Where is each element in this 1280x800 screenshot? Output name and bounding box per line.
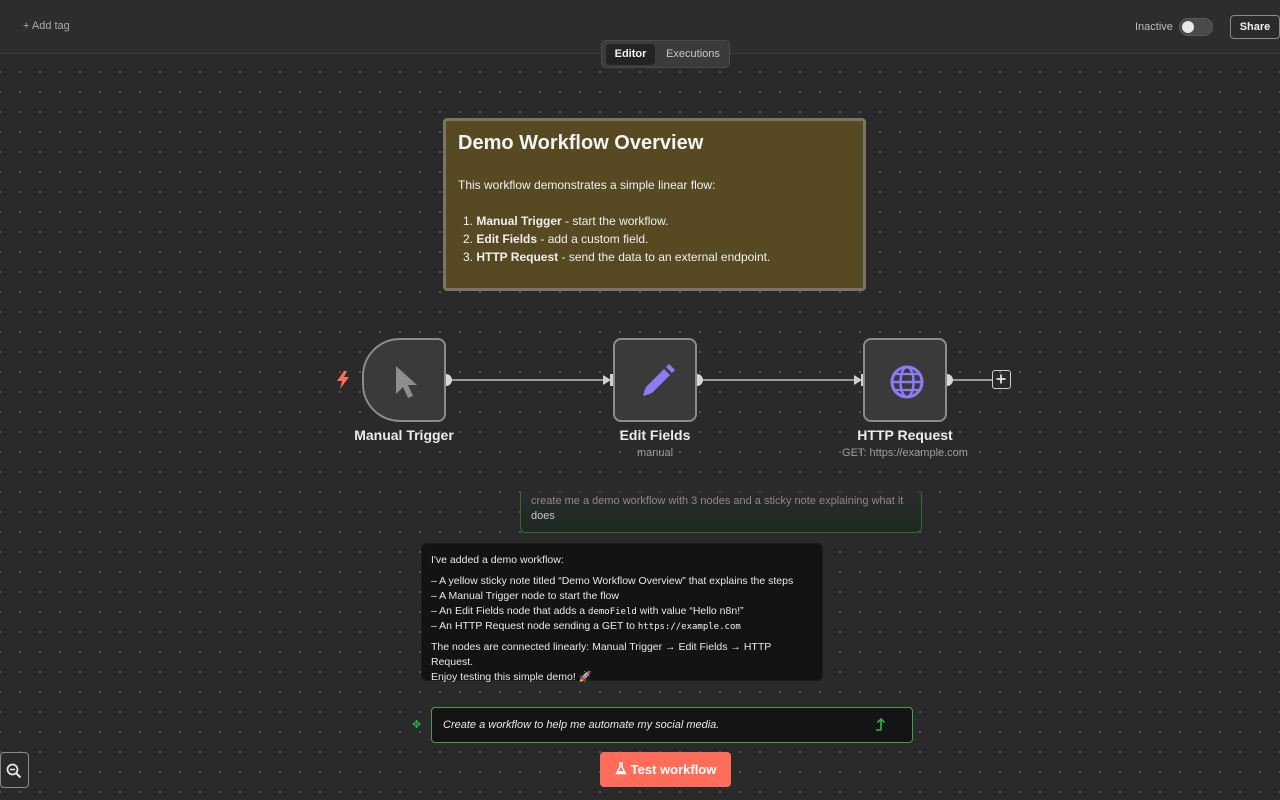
ai-message-outro: Enjoy testing this simple demo! 🚀 [431, 671, 592, 683]
add-node-button[interactable] [992, 370, 1011, 389]
test-workflow-label: Test workflow [630, 762, 717, 777]
globe-icon [890, 365, 924, 399]
node-edit-fields[interactable] [613, 338, 697, 422]
send-arrow-icon[interactable] [874, 716, 888, 732]
sticky-note-item: 2. Edit Fields - add a custom field. [463, 232, 649, 246]
trigger-bolt-icon [337, 371, 349, 389]
chat-input[interactable]: Create a workflow to help me automate my… [431, 707, 913, 743]
connection-trigger-to-edit[interactable] [446, 374, 614, 386]
plus-icon [996, 374, 1006, 384]
pencil-icon [643, 364, 675, 396]
node-subtitle-edit-fields: manual [636, 447, 674, 459]
chat-user-message-line: does [531, 510, 555, 522]
chat-user-message-line: create me a demo workflow with 3 nodes a… [531, 495, 904, 507]
workflow-status-label: Inactive [1135, 21, 1173, 33]
node-label-manual-trigger: Manual Trigger [354, 427, 454, 443]
ai-message-bullet: – An HTTP Request node sending a GET to … [431, 620, 741, 632]
node-http-request[interactable] [863, 338, 947, 422]
ai-message-bullet: – An Edit Fields node that adds a demoFi… [431, 605, 744, 617]
sticky-note-title: Demo Workflow Overview [458, 132, 704, 154]
share-button[interactable]: Share [1230, 15, 1280, 39]
chat-user-message: create me a demo workflow with 3 nodes a… [520, 492, 922, 533]
flask-icon [614, 753, 627, 788]
chat-ai-message: I've added a demo workflow: – A yellow s… [421, 543, 823, 683]
node-label-http-request: HTTP Request [857, 427, 953, 443]
ai-message-outro: The nodes are connected linearly: Manual… [431, 641, 772, 668]
sticky-note[interactable]: Demo Workflow Overview This workflow dem… [443, 118, 866, 291]
zoom-button[interactable] [0, 752, 29, 788]
sticky-note-item: 1. Manual Trigger - start the workflow. [463, 214, 669, 228]
tab-editor[interactable]: Editor [606, 44, 655, 65]
sticky-note-list: 1. Manual Trigger - start the workflow. … [458, 214, 851, 268]
view-switch: Editor Executions [601, 40, 730, 68]
add-tag-link[interactable]: + Add tag [23, 20, 70, 32]
inline-code: https://example.com [637, 622, 741, 632]
node-label-edit-fields: Edit Fields [619, 427, 691, 443]
sticky-note-item: 3. HTTP Request - send the data to an ex… [463, 250, 771, 264]
toggle-knob [1182, 21, 1194, 33]
ai-message-intro: I've added a demo workflow: [431, 554, 564, 566]
sticky-note-intro: This workflow demonstrates a simple line… [458, 178, 716, 192]
ai-message-bullet: – A yellow sticky note titled “Demo Work… [431, 575, 794, 587]
tab-executions[interactable]: Executions [666, 48, 720, 60]
zoom-out-icon [6, 763, 22, 779]
test-workflow-button[interactable]: Test workflow [600, 752, 731, 787]
inline-code: demoField [588, 607, 637, 617]
ai-message-bullet: – A Manual Trigger node to start the flo… [431, 590, 619, 602]
connection-edit-to-http[interactable] [697, 374, 865, 386]
sparkle-icon: ✥ [412, 719, 422, 731]
active-toggle[interactable] [1179, 18, 1213, 36]
cursor-icon [396, 366, 417, 398]
node-manual-trigger[interactable] [362, 338, 446, 422]
node-subtitle-http-request: GET: https://example.com [842, 447, 968, 459]
